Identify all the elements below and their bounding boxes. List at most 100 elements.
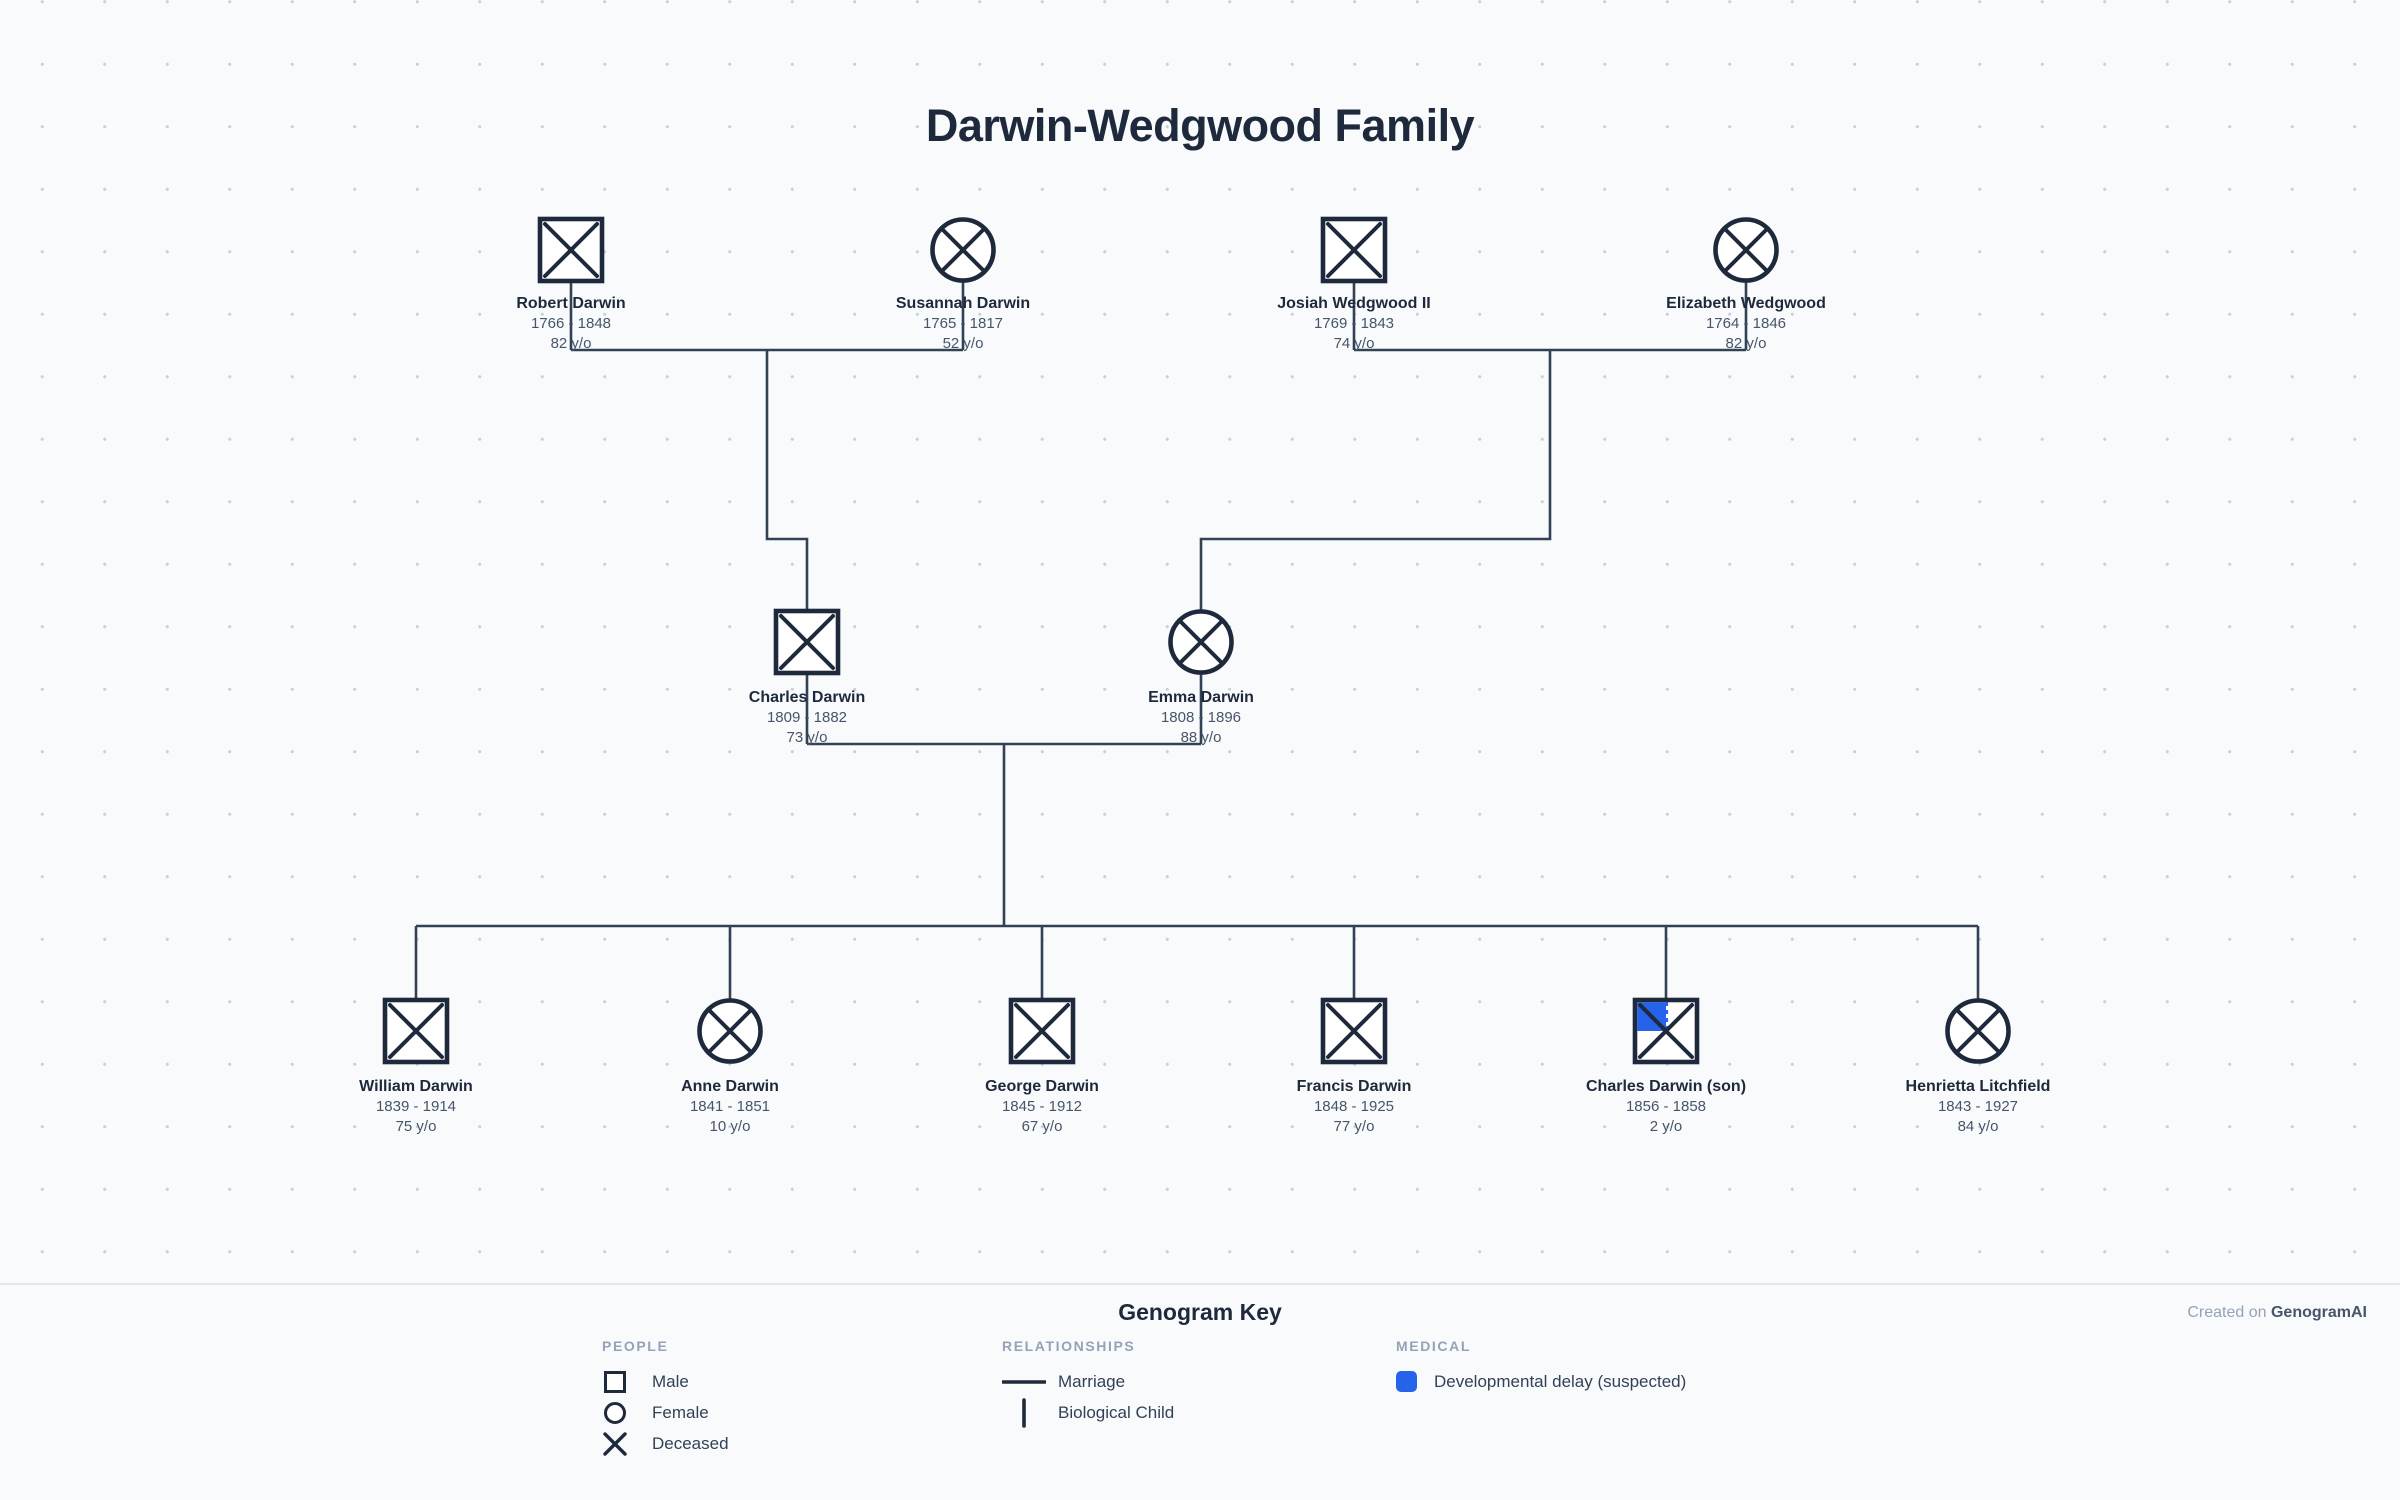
person-node-george[interactable] [1008, 997, 1076, 1065]
person-age: 84 y/o [1957, 1118, 1999, 1135]
person-node-francis[interactable] [1320, 997, 1388, 1065]
deceased-x-icon [1014, 1003, 1070, 1059]
person-node-charles-son[interactable] [1632, 997, 1700, 1065]
legend-item-deceased: Deceased [602, 1428, 729, 1459]
person-label-george: George Darwin 1845 - 1912 67 y/o [985, 1077, 1099, 1137]
female-circle-icon [602, 1401, 628, 1424]
person-label-henrietta: Henrietta Litchfield 1843 - 1927 84 y/o [1906, 1077, 2051, 1137]
brand-name: GenogramAI [2270, 1304, 2367, 1321]
legend-item-label: Male [652, 1371, 689, 1391]
person-label-emma: Emma Darwin 1808 - 1896 88 y/o [1148, 688, 1254, 748]
legend-item-label: Developmental delay (suspected) [1434, 1371, 1687, 1391]
legend-item-label: Female [652, 1402, 709, 1422]
person-years: 1764 - 1846 [1705, 315, 1787, 332]
person-age: 10 y/o [709, 1118, 751, 1135]
deceased-x-icon [388, 1003, 444, 1059]
biological-child-line-icon [1002, 1397, 1046, 1428]
deceased-x-icon [939, 226, 987, 274]
person-label-william: William Darwin 1839 - 1914 75 y/o [359, 1077, 473, 1137]
legend-section-people: PEOPLE Male Female Deceased [602, 1338, 729, 1459]
person-years: 1843 - 1927 [1937, 1098, 2019, 1115]
person-name: Charles Darwin [748, 689, 866, 706]
legend-title: Genogram Key [1118, 1299, 1282, 1325]
legend-item-label: Deceased [652, 1433, 729, 1453]
person-age: 82 y/o [550, 335, 592, 352]
male-square-icon [602, 1370, 628, 1393]
person-label-josiah: Josiah Wedgwood II 1769 - 1843 74 y/o [1277, 294, 1431, 354]
deceased-x-icon [602, 1431, 628, 1456]
person-years: 1769 - 1843 [1313, 315, 1395, 332]
person-years: 1839 - 1914 [375, 1098, 457, 1115]
descent-line-to-charles [765, 350, 809, 611]
deceased-x-icon [1177, 618, 1225, 666]
person-node-emma[interactable] [1168, 609, 1234, 675]
person-label-susannah: Susannah Darwin 1765 - 1817 52 y/o [896, 294, 1030, 354]
person-years: 1841 - 1851 [689, 1098, 771, 1115]
deceased-x-icon [779, 614, 835, 670]
person-name: Francis Darwin [1296, 1078, 1412, 1095]
deceased-x-icon [1326, 1003, 1382, 1059]
legend-section-medical: MEDICAL Developmental delay (suspected) [1396, 1338, 1686, 1397]
deceased-x-icon [1326, 222, 1382, 278]
person-node-robert[interactable] [537, 216, 605, 284]
person-years: 1856 - 1858 [1625, 1098, 1707, 1115]
person-age: 73 y/o [786, 729, 828, 746]
legend-item-female: Female [602, 1397, 729, 1428]
person-label-robert: Robert Darwin 1766 - 1848 82 y/o [516, 294, 625, 354]
legend-item-label: Marriage [1058, 1371, 1126, 1391]
person-name: Anne Darwin [681, 1078, 779, 1095]
person-node-william[interactable] [382, 997, 450, 1065]
person-node-anne[interactable] [697, 998, 763, 1064]
person-name: Robert Darwin [516, 295, 626, 312]
legend-people-header: PEOPLE [602, 1338, 669, 1354]
person-node-susannah[interactable] [930, 217, 996, 283]
legend-relationships-header: RELATIONSHIPS [1002, 1338, 1136, 1354]
person-name: Josiah Wedgwood II [1277, 295, 1431, 312]
person-label-charles: Charles Darwin 1809 - 1882 73 y/o [749, 688, 865, 748]
person-years: 1765 - 1817 [922, 315, 1004, 332]
person-name: George Darwin [985, 1078, 1099, 1095]
person-node-henrietta[interactable] [1945, 998, 2011, 1064]
deceased-x-icon [706, 1007, 754, 1055]
medical-blue-chip-icon [1396, 1371, 1417, 1392]
person-age: 82 y/o [1725, 335, 1767, 352]
person-label-anne: Anne Darwin 1841 - 1851 10 y/o [681, 1077, 779, 1137]
marriage-line-icon [1002, 1378, 1046, 1386]
deceased-x-icon [1722, 226, 1770, 274]
deceased-x-icon [1638, 1003, 1694, 1059]
legend-medical-header: MEDICAL [1396, 1338, 1471, 1354]
person-name: Emma Darwin [1148, 689, 1254, 706]
person-label-francis: Francis Darwin 1848 - 1925 77 y/o [1297, 1077, 1412, 1137]
person-age: 74 y/o [1333, 335, 1375, 352]
person-age: 75 y/o [395, 1118, 437, 1135]
person-age: 67 y/o [1021, 1118, 1063, 1135]
legend-section-relationships: RELATIONSHIPS Marriage Biological Child [1002, 1338, 1174, 1428]
legend-divider [0, 1283, 2400, 1285]
relationship-lines [414, 281, 1980, 1000]
deceased-x-icon [543, 222, 599, 278]
person-years: 1848 - 1925 [1313, 1098, 1395, 1115]
descent-line-to-emma [1199, 350, 1552, 611]
person-age: 2 y/o [1649, 1118, 1683, 1135]
person-age: 77 y/o [1333, 1118, 1375, 1135]
legend-item-marriage: Marriage [1002, 1366, 1174, 1397]
person-years: 1845 - 1912 [1001, 1098, 1083, 1115]
person-node-elizabeth[interactable] [1713, 217, 1779, 283]
legend-item-label: Biological Child [1058, 1402, 1175, 1422]
legend-item-developmental-delay: Developmental delay (suspected) [1396, 1366, 1686, 1397]
person-name: Henrietta Litchfield [1905, 1078, 2051, 1095]
person-name: Charles Darwin (son) [1585, 1078, 1747, 1095]
person-age: 52 y/o [942, 335, 984, 352]
page-title: Darwin-Wedgwood Family [925, 100, 1475, 151]
person-years: 1766 - 1848 [530, 315, 612, 332]
person-years: 1809 - 1882 [766, 709, 848, 726]
person-name: Susannah Darwin [895, 295, 1031, 312]
person-age: 88 y/o [1180, 729, 1222, 746]
person-node-josiah[interactable] [1320, 216, 1388, 284]
person-name: Elizabeth Wedgwood [1666, 295, 1826, 312]
legend-item-biological-child: Biological Child [1002, 1397, 1174, 1428]
person-node-charles[interactable] [773, 608, 841, 676]
deceased-x-icon [1954, 1007, 2002, 1055]
person-label-elizabeth: Elizabeth Wedgwood 1764 - 1846 82 y/o [1666, 294, 1826, 354]
